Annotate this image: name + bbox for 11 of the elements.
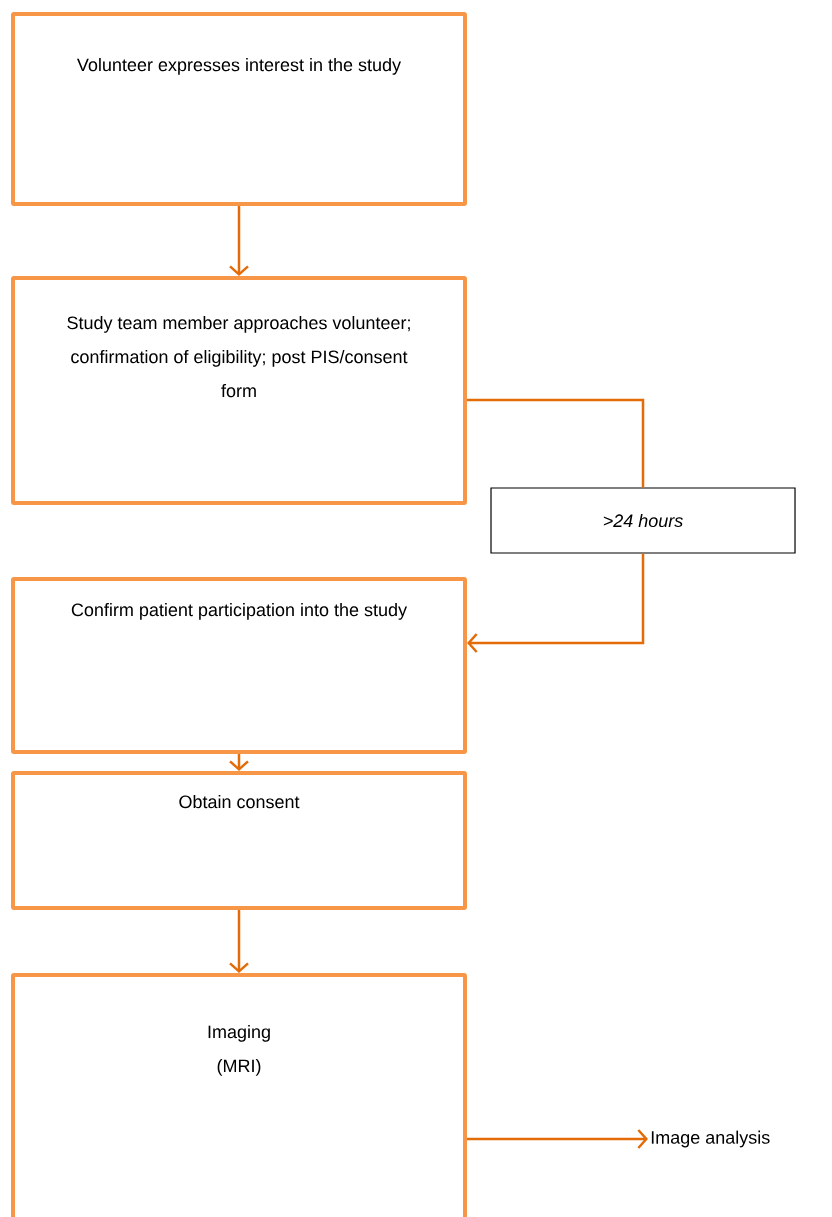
arrow [229, 206, 249, 276]
process-box: Volunteer expresses interest in the study [11, 12, 467, 206]
output-label: Image analysis [651, 1130, 770, 1148]
process-box: Study team member approaches volunteer; confirmation of eligibility; post PIS/consent form [11, 276, 467, 505]
process-box: Confirm patient participation into the study [11, 577, 467, 754]
arrow [467, 553, 645, 653]
arrow [467, 1129, 648, 1149]
process-box: Obtain consent [11, 771, 467, 910]
process-box: Imaging (MRI) [11, 973, 467, 1217]
note-box: >24 hours [490, 487, 796, 554]
arrow [229, 910, 249, 973]
